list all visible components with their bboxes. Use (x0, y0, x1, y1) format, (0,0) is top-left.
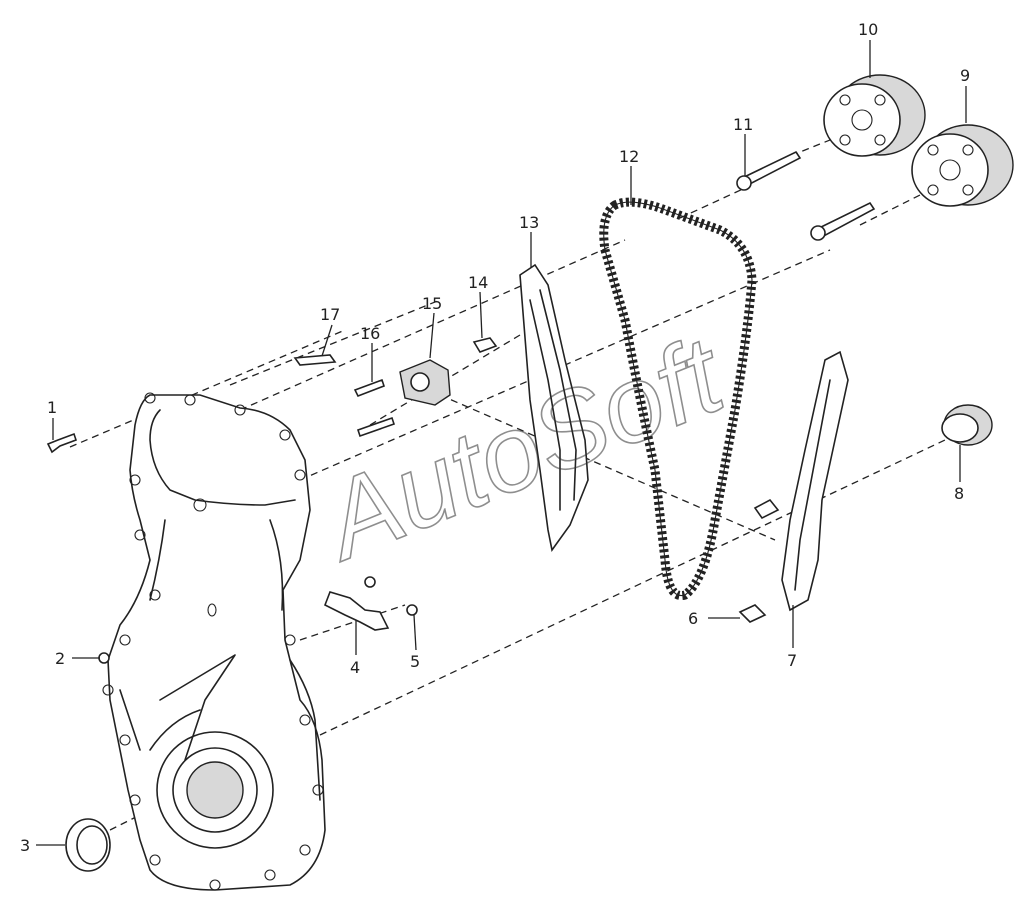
bolt-part-14 (472, 337, 498, 353)
callout-9: 9 (960, 66, 970, 85)
callout-1: 1 (47, 398, 57, 417)
callout-4: 4 (350, 658, 360, 677)
nut-part-5 (406, 604, 418, 616)
front-timing-cover (102, 392, 326, 891)
tensioner-rail-part-13 (519, 263, 589, 552)
bolt-part-6 (738, 498, 780, 623)
bolt-part-1 (46, 432, 78, 454)
chain-guide-part-7 (781, 350, 849, 612)
plate-part-17 (293, 354, 337, 366)
callout-13: 13 (519, 213, 539, 232)
dowel-part-2 (98, 652, 110, 664)
callout-10: 10 (858, 20, 878, 39)
callout-15: 15 (422, 294, 442, 313)
watermark: AutoSoft (302, 312, 742, 585)
bracket-part-4 (323, 576, 390, 631)
callout-5: 5 (410, 652, 420, 671)
svg-text:AutoSoft: AutoSoft (303, 312, 742, 583)
callout-8: 8 (954, 484, 964, 503)
cam-phaser-part-10 (823, 74, 926, 157)
bolts-part-11 (736, 150, 876, 241)
callout-17: 17 (320, 305, 340, 324)
callout-11: 11 (733, 115, 753, 134)
callout-3: 3 (20, 836, 30, 855)
callout-2: 2 (55, 649, 65, 668)
callout-14: 14 (468, 273, 488, 292)
callout-16: 16 (360, 324, 380, 343)
crank-seal-part-3 (65, 818, 111, 872)
cam-phaser-part-9 (911, 124, 1014, 207)
timing-chain-part-12 (599, 197, 757, 601)
bolts-part-16 (353, 378, 396, 438)
crank-sprocket-part-8 (941, 404, 993, 446)
tensioner-part-15 (399, 359, 451, 406)
callout-leaders (36, 40, 967, 846)
callout-labels: 1 2 3 4 5 6 7 8 9 10 11 12 13 14 15 16 1… (20, 20, 970, 855)
callout-6: 6 (688, 609, 698, 628)
callout-7: 7 (787, 651, 797, 670)
callout-12: 12 (619, 147, 639, 166)
